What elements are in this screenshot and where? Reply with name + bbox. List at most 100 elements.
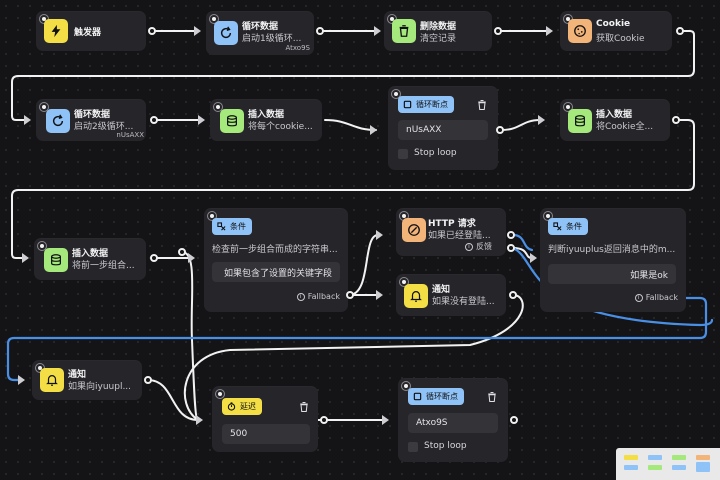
refresh-icon bbox=[46, 109, 70, 133]
node-subtitle: 将前一步组合... bbox=[72, 261, 135, 271]
cookie-icon bbox=[568, 19, 592, 43]
node-subtitle: 如果向iyuupl... bbox=[68, 382, 132, 392]
stop-loop-checkbox[interactable] bbox=[408, 442, 418, 452]
refresh-icon bbox=[214, 21, 238, 45]
input-arrow bbox=[382, 415, 389, 425]
minimap-node bbox=[624, 455, 638, 460]
output-port[interactable] bbox=[509, 291, 517, 299]
delete-icon[interactable] bbox=[476, 99, 488, 111]
input-arrow bbox=[538, 115, 545, 125]
input-arrow bbox=[376, 230, 383, 240]
node-subtitle: 启动1级循环... bbox=[242, 34, 302, 44]
output-port[interactable] bbox=[316, 27, 324, 35]
input-arrow bbox=[194, 26, 201, 36]
node-subtitle: 判断iyuuplus返回消息中的m... bbox=[548, 245, 676, 255]
minimap-node bbox=[648, 465, 662, 470]
feedback-port[interactable] bbox=[507, 244, 515, 252]
stop-loop-label: Stop loop bbox=[424, 441, 467, 451]
breakpoint-chip: 循环断点 bbox=[408, 388, 464, 405]
input-arrow bbox=[22, 253, 29, 263]
info-icon: i bbox=[634, 293, 643, 302]
output-port[interactable] bbox=[496, 126, 504, 134]
loop-data-node-2[interactable]: 循环数据 启动2级循环... nUsAXX bbox=[36, 99, 146, 141]
minimap-node bbox=[696, 462, 710, 472]
output-port[interactable] bbox=[672, 116, 680, 124]
node-subtitle: 将Cookie全... bbox=[596, 122, 654, 132]
cookie-node[interactable]: Cookie 获取Cookie bbox=[560, 11, 672, 51]
feedback-text: 反馈 bbox=[476, 242, 492, 251]
input-arrow bbox=[376, 290, 383, 300]
loop-data-node-1[interactable]: 循环数据 启动1级循环... Atxo9S bbox=[206, 11, 314, 55]
loop-id-tag: Atxo9S bbox=[285, 44, 310, 52]
delay-node[interactable]: 延迟 500 bbox=[212, 386, 318, 452]
condition-chip: 条件 bbox=[212, 218, 252, 235]
trigger-node[interactable]: 触发器 bbox=[36, 11, 146, 51]
insert-data-node-3[interactable]: 插入数据 将前一步组合... bbox=[34, 238, 146, 280]
input-arrow bbox=[196, 415, 203, 425]
feedback-label: i 反馈 bbox=[465, 241, 492, 252]
node-title: 通知 bbox=[432, 285, 451, 295]
square-icon bbox=[412, 392, 422, 402]
condition-chip: 条件 bbox=[548, 218, 588, 235]
output-port[interactable] bbox=[178, 248, 186, 256]
loop-id-field[interactable]: Atxo9S bbox=[408, 413, 498, 433]
output-port[interactable] bbox=[510, 416, 518, 424]
insert-data-node-1[interactable]: 插入数据 将每个cookie... bbox=[210, 99, 322, 141]
breakpoint-chip: 循环断点 bbox=[398, 96, 454, 113]
output-port[interactable] bbox=[676, 27, 684, 35]
fallback-port[interactable] bbox=[346, 291, 354, 299]
condition-node-1[interactable]: 条件 检查前一步组合而成的字符串... 如果包含了设置的关键字段 i Fallb… bbox=[204, 208, 348, 312]
output-port[interactable] bbox=[150, 116, 158, 124]
output-port[interactable] bbox=[494, 27, 502, 35]
input-arrow bbox=[546, 26, 553, 36]
loop-breakpoint-node-2[interactable]: 循环断点 Atxo9S Stop loop bbox=[398, 378, 508, 462]
node-title: Cookie bbox=[596, 19, 631, 29]
output-port[interactable] bbox=[507, 231, 515, 239]
node-subtitle: 如果已经登陆... bbox=[428, 231, 491, 241]
chip-label: 循环断点 bbox=[426, 392, 458, 401]
node-title: 删除数据 bbox=[420, 22, 457, 32]
minimap-node bbox=[672, 455, 686, 460]
loop-breakpoint-node-1[interactable]: 循环断点 nUsAXX Stop loop bbox=[388, 86, 498, 170]
stop-loop-checkbox[interactable] bbox=[398, 149, 408, 159]
http-request-node[interactable]: HTTP 请求 如果已经登陆... i 反馈 bbox=[396, 208, 506, 256]
info-icon: i bbox=[465, 242, 473, 251]
notify-node-1[interactable]: 通知 如果没有登陆... bbox=[396, 274, 506, 316]
output-port[interactable] bbox=[148, 27, 156, 35]
condition-node-2[interactable]: 条件 判断iyuuplus返回消息中的m... 如果是ok i Fallback bbox=[540, 208, 686, 312]
output-port[interactable] bbox=[320, 416, 328, 424]
loop-id-tag: nUsAXX bbox=[116, 131, 144, 139]
minimap-node bbox=[648, 455, 662, 460]
node-subtitle: 获取Cookie bbox=[596, 34, 645, 44]
chip-label: 条件 bbox=[230, 222, 246, 231]
stop-loop-label: Stop loop bbox=[414, 148, 457, 158]
chip-label: 条件 bbox=[566, 222, 582, 231]
input-arrow bbox=[24, 115, 31, 125]
square-icon bbox=[402, 100, 412, 110]
bell-icon bbox=[404, 284, 428, 308]
delete-icon[interactable] bbox=[298, 401, 310, 413]
info-icon: i bbox=[296, 292, 305, 301]
bell-icon bbox=[40, 368, 64, 392]
condition-field[interactable]: 如果是ok bbox=[548, 264, 676, 284]
database-icon bbox=[568, 109, 592, 133]
minimap-node bbox=[672, 465, 686, 470]
input-arrow bbox=[374, 26, 381, 36]
chip-label: 延迟 bbox=[240, 402, 256, 411]
delay-chip: 延迟 bbox=[222, 398, 262, 415]
output-port[interactable] bbox=[150, 254, 158, 262]
notify-node-2[interactable]: 通知 如果向iyuupl... bbox=[32, 360, 142, 400]
node-pin[interactable] bbox=[216, 390, 224, 398]
fallback-label: i Fallback bbox=[634, 293, 678, 302]
delete-data-node[interactable]: 删除数据 清空记录 bbox=[384, 11, 492, 51]
insert-data-node-2[interactable]: 插入数据 将Cookie全... bbox=[560, 99, 670, 141]
input-arrow bbox=[370, 125, 377, 135]
delay-value-field[interactable]: 500 bbox=[222, 424, 310, 444]
database-icon bbox=[44, 248, 68, 272]
delete-icon[interactable] bbox=[486, 391, 498, 403]
loop-id-field[interactable]: nUsAXX bbox=[398, 120, 488, 140]
condition-field[interactable]: 如果包含了设置的关键字段 bbox=[212, 262, 340, 282]
minimap[interactable] bbox=[616, 448, 720, 480]
output-port[interactable] bbox=[144, 376, 152, 384]
input-arrow bbox=[188, 253, 195, 263]
